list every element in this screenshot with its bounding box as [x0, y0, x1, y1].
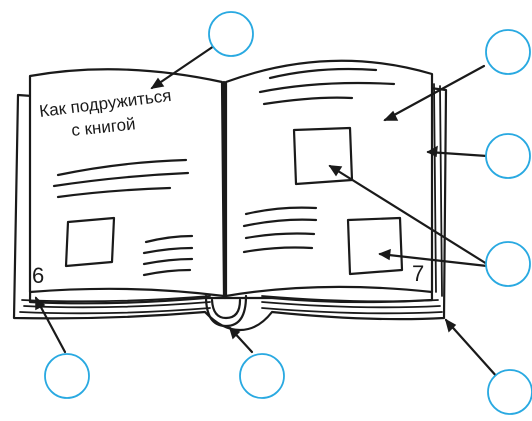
label-circle-title[interactable] [209, 12, 253, 56]
label-circle-right-text[interactable] [486, 30, 530, 74]
label-circle-page-edge[interactable] [486, 134, 530, 178]
label-circle-cover[interactable] [488, 370, 532, 414]
arrow-to-cover [446, 320, 498, 378]
arrow-to-spine [230, 328, 252, 352]
right-page-number: 7 [412, 261, 424, 286]
label-circle-page-number[interactable] [45, 354, 89, 398]
label-circle-illustrations[interactable] [486, 242, 530, 286]
arrow-to-page-edge [428, 147, 487, 156]
label-circle-spine[interactable] [240, 354, 284, 398]
spine-fold [224, 82, 225, 298]
left-page-number: 6 [32, 263, 44, 288]
